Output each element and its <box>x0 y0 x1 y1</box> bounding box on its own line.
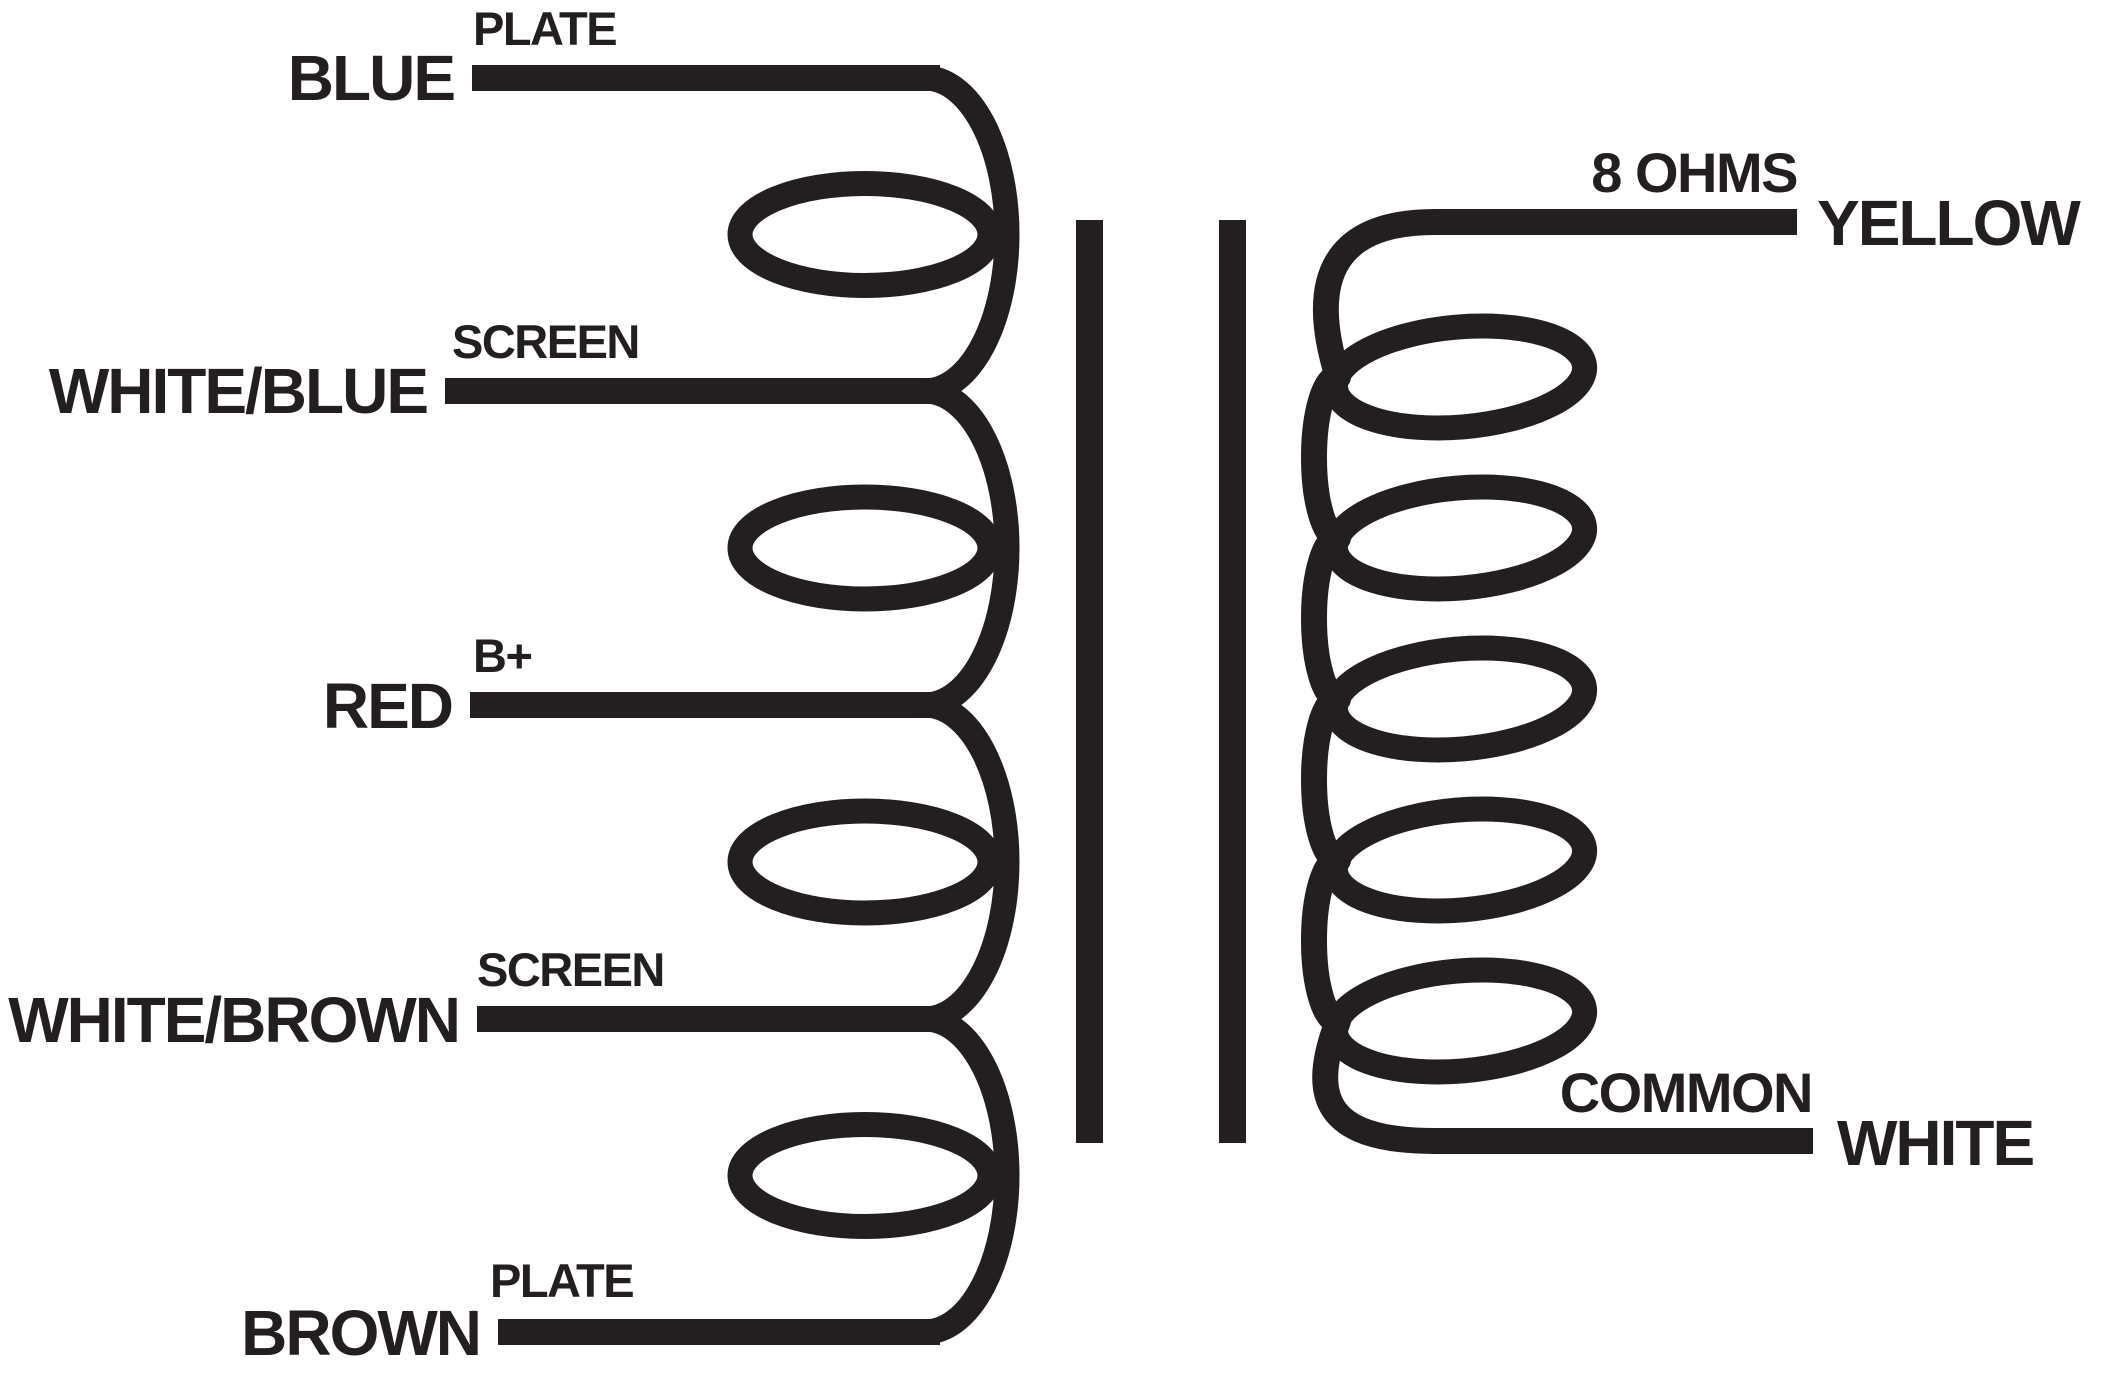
label-wire-red: RED <box>323 670 452 742</box>
label-wire-yellow: YELLOW <box>1817 187 2081 259</box>
label-wire-white-brown: WHITE/BROWN <box>8 984 459 1056</box>
label-terminal-b-plus: B+ <box>473 629 531 682</box>
secondary-winding <box>1301 209 1813 1154</box>
label-terminal-screen-bottom: SCREEN <box>477 943 664 996</box>
label-terminal-8-ohms: 8 OHMS <box>1591 141 1797 204</box>
label-terminal-screen-top: SCREEN <box>452 315 639 368</box>
label-wire-brown: BROWN <box>241 1297 480 1369</box>
core <box>1076 220 1246 1143</box>
secondary-coil-loop <box>1322 474 1598 602</box>
label-wire-white: WHITE <box>1837 1107 2034 1179</box>
primary-coil-loop <box>727 171 1003 298</box>
label-terminal-common: COMMON <box>1560 1061 1812 1124</box>
label-wire-white-blue: WHITE/BLUE <box>49 355 428 427</box>
primary-coil-loop <box>727 484 1003 612</box>
primary-coil-loop <box>727 798 1003 926</box>
secondary-coil-spine <box>1301 209 1813 1154</box>
label-terminal-plate-top: PLATE <box>473 2 616 55</box>
primary-coil-loop <box>727 1112 1003 1239</box>
label-wire-blue: BLUE <box>288 42 455 114</box>
secondary-coil-loop <box>1322 313 1598 441</box>
core-bar-left <box>1076 220 1103 1143</box>
secondary-coil-loop <box>1322 635 1598 763</box>
secondary-coil-loop <box>1322 796 1598 924</box>
primary-winding <box>445 65 1020 1345</box>
labels: BLUE WHITE/BLUE RED WHITE/BROWN BROWN PL… <box>8 2 2083 1369</box>
primary-coil-spine <box>912 65 1020 1345</box>
core-bar-right <box>1219 220 1246 1143</box>
label-terminal-plate-bottom: PLATE <box>490 1254 633 1307</box>
secondary-coil-loop <box>1322 957 1598 1085</box>
